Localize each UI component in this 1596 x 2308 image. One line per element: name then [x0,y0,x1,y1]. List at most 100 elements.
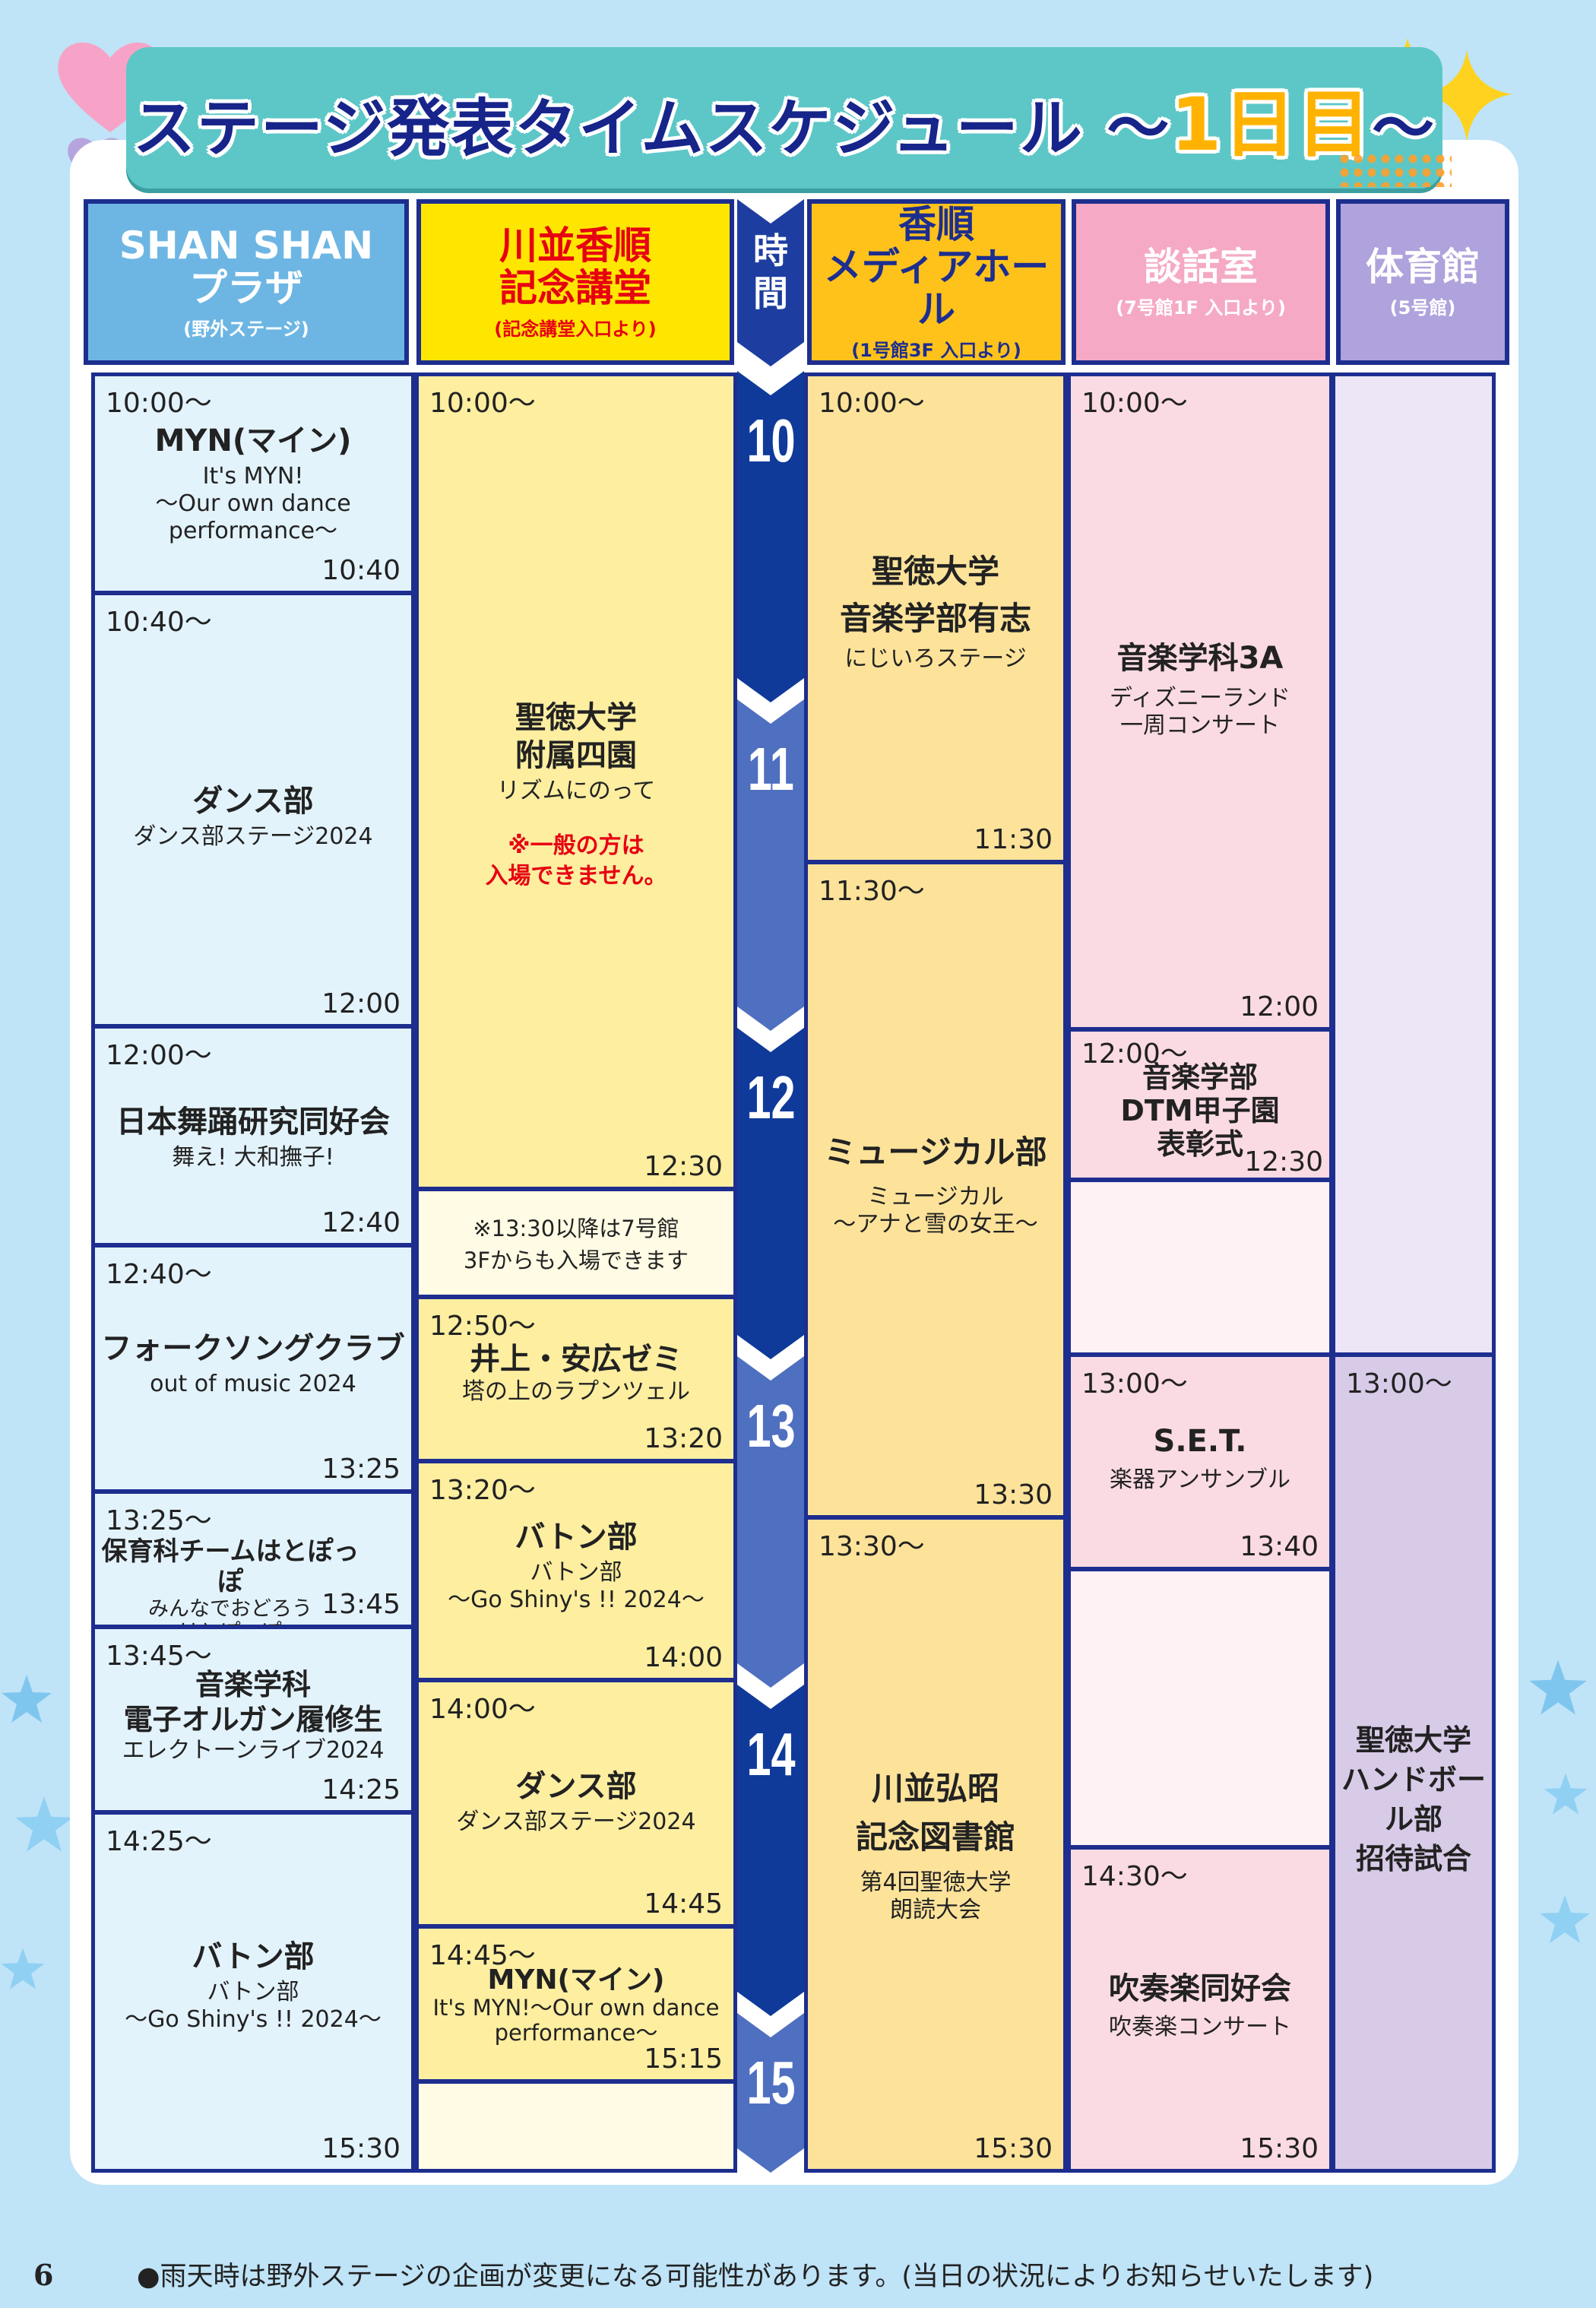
header-plaza-sub: (野外ステージ) [183,318,309,340]
slot-end-time: 15:15 [644,2043,723,2075]
hall-slot-dance: 14:00～ ダンス部 ダンス部ステージ2024 14:45 [415,1679,737,1928]
hour-label-13: 13 [746,1392,796,1460]
hour-segment-10: 10 [737,371,804,702]
slot-end-time: 13:25 [321,1454,401,1485]
hall-slot-fuzoku: 10:00～ 聖徳大学 附属四園 リズムにのって ※一般の方は 入場できません。… [415,373,737,1190]
plaza-slot-hatopoppo: 13:25～ 保育科チームはとぽっぽ みんなでおどろう はとぽっぽ 13:45 [91,1490,415,1644]
slot-title: ダンス部 [515,1769,637,1804]
slot-start-time: 14:45～ [429,1940,536,1971]
header-hall: 川並香順 記念講堂 (記念講堂入口より) [416,199,734,365]
slot-subtitle: リズムにのって [496,778,656,804]
slot-end-time: 15:30 [974,2133,1053,2164]
talk-slot-set: 13:00～ S.E.T. 楽器アンサンブル 13:40 [1067,1353,1333,1571]
footnote: ●雨天時は野外ステージの企画が変更になる可能性があります。(当日の状況によりお知… [137,2262,1374,2292]
slot-note: ※13:30以降は7号館 3Fからも入場できます [463,1216,689,1273]
slot-title: フォークソングクラブ [101,1331,405,1366]
slot-title: 井上・安広ゼミ [470,1342,682,1377]
slot-end-time: 14:45 [644,1888,723,1920]
hour-segment-11: 11 [737,699,804,1031]
slot-end-time: 12:30 [644,1151,723,1182]
slot-warning: ※一般の方は 入場できません。 [485,832,667,889]
plaza-slot-dance: 10:40～ ダンス部 ダンス部ステージ2024 12:00 [91,591,415,1028]
slot-start-time: 14:30～ [1081,1861,1188,1892]
slot-start-time: 10:00～ [819,388,925,419]
hour-segment-13: 13 [737,1356,804,1688]
hour-segment-15: 15 [737,2013,804,2173]
slot-start-time: 14:00～ [429,1694,536,1725]
slot-subtitle: にじいろステージ [844,645,1027,672]
hour-label-15: 15 [746,2049,796,2116]
star-icon [2,1675,52,1723]
slot-title: 吹奏楽同好会 [1109,1971,1291,2006]
time-bar: 時 間 10 11 12 13 14 15 [737,199,804,2173]
header-media: 香順 メディアホール (1号館3F 入口より) [807,199,1066,365]
slot-start-time: 13:20～ [429,1475,536,1506]
slot-start-time: 10:40～ [106,607,212,638]
slot-end-time: 12:00 [1240,991,1319,1022]
page-number: 6 [33,2258,54,2292]
gym-slot-empty [1332,373,1496,1356]
slot-end-time: 11:30 [974,824,1053,855]
slot-start-time: 10:00～ [106,388,212,419]
slot-start-time: 12:00～ [1081,1038,1188,1070]
header-gym: 体育館 (5号館) [1336,199,1509,365]
slot-start-time: 10:00～ [429,388,536,419]
media-slot-ongaku: 10:00～ 聖徳大学 音楽学部有志 にじいろステージ 11:30 [804,373,1067,864]
slot-subtitle: バトン部 ～Go Shiny's !! 2024～ [125,1979,382,2033]
slot-end-time: 12:40 [321,1207,401,1238]
header-hall-sub: (記念講堂入口より) [494,318,657,340]
slot-end-time: 13:40 [1240,1531,1319,1562]
star-icon [15,1796,73,1852]
talk-slot-3a: 10:00～ 音楽学科3A ディズニーランド 一周コンサート 12:00 [1067,373,1333,1031]
hour-label-10: 10 [746,407,796,474]
hall-slot-myn: 14:45～ MYN(マイン) It's MYN!～Our own dance … [415,1925,737,2083]
slot-title: バトン部 [515,1520,638,1555]
slot-title: 日本舞踊研究同好会 [116,1105,390,1140]
page-title: ステージ発表タイムスケジュール ～1日目～ [133,65,1436,171]
slot-subtitle: out of music 2024 [150,1371,356,1397]
slot-subtitle: 舞え! 大和撫子! [172,1144,334,1171]
time-column-label: 時 間 [753,230,788,314]
header-hall-name: 川並香順 記念講堂 [499,223,651,310]
gym-slot-handball: 13:00～ 聖徳大学 ハンドボール部 招待試合 [1332,1353,1496,2173]
slot-subtitle: ディズニーランド 一周コンサート [1110,685,1290,739]
slot-end-time: 12:00 [321,988,401,1019]
hall-slot-inoue: 12:50～ 井上・安広ゼミ 塔の上のラプンツェル 13:20 [415,1295,737,1463]
header-media-sub: (1号館3F 入口より) [851,339,1021,361]
header-talk: 談話室 (7号館1F 入口より) [1072,199,1330,365]
talk-slot-dtm: 12:00～ 音楽学部 DTM甲子園 表彰式 12:30 [1067,1028,1333,1181]
hall-slot-entry-note: ※13:30以降は7号館 3Fからも入場できます [415,1187,737,1298]
slot-title: ダンス部 [192,784,314,819]
slot-subtitle: エレクトーンライブ2024 [122,1737,385,1764]
header-gym-sub: (5号館) [1389,296,1456,319]
slot-title: 音楽学部 DTM甲子園 表彰式 [1120,1060,1280,1161]
slot-end-time: 14:00 [644,1642,723,1673]
slot-end-time: 12:30 [1244,1146,1323,1178]
slot-end-time: 13:20 [644,1423,723,1454]
plaza-slot-baton: 14:25～ バトン部 バトン部 ～Go Shiny's !! 2024～ 15… [91,1811,415,2173]
slot-subtitle: バトン部 ～Go Shiny's !! 2024～ [448,1559,705,1613]
header-gym-name: 体育館 [1366,244,1480,289]
star-icon [1540,1895,1590,1943]
slot-start-time: 13:00～ [1081,1368,1188,1400]
slot-start-time: 10:00～ [1081,388,1188,419]
slot-end-time: 15:30 [321,2133,401,2164]
title-main: ステージ発表タイムスケジュール ～ [132,92,1171,165]
hour-label-14: 14 [746,1720,796,1788]
slot-start-time: 13:30～ [819,1531,925,1562]
slot-end-time: 13:45 [321,1589,401,1620]
slot-subtitle: 第4回聖徳大学 朗読大会 [860,1869,1012,1923]
hour-segment-12: 12 [737,1028,804,1359]
slot-subtitle: 楽器アンサンブル [1110,1466,1290,1493]
header-plaza: SHAN SHAN プラザ (野外ステージ) [84,199,409,365]
slot-subtitle: ダンス部ステージ2024 [133,823,373,850]
slot-title: 音楽学科3A [1116,641,1284,676]
slot-title: 保育科チームはとぽっぽ [101,1536,359,1597]
slot-title: 音楽学科 電子オルガン履修生 [123,1668,383,1736]
star-icon [1544,1773,1588,1815]
slot-subtitle: 塔の上のラプンツェル [462,1378,690,1405]
slot-start-time: 13:00～ [1346,1368,1452,1400]
slot-start-time: 12:00～ [106,1040,212,1071]
slot-start-time: 12:40～ [106,1259,212,1290]
slot-subtitle: It's MYN!～Our own dance performance～ [432,1995,720,2046]
